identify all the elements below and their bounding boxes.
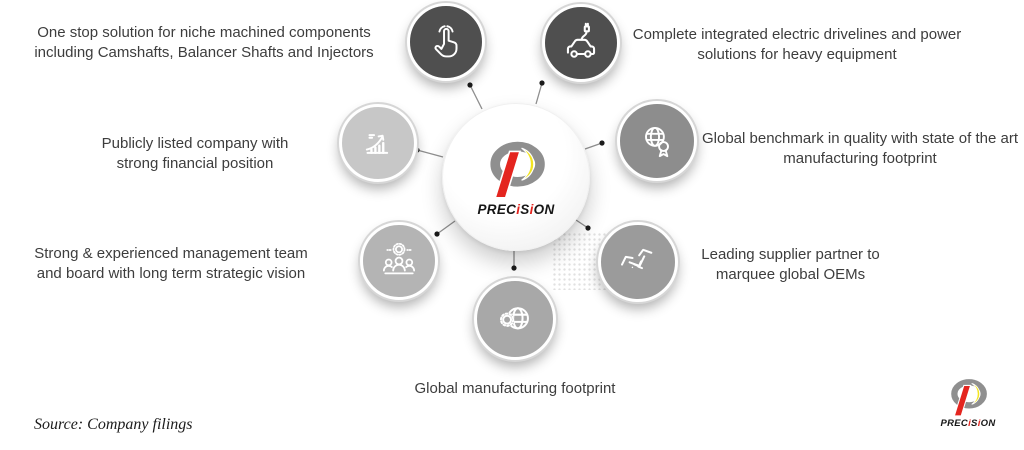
node-global-benchmark	[617, 101, 697, 181]
precision-wordmark: PRECiSiON	[477, 202, 555, 218]
globe-gear-icon	[499, 307, 529, 330]
node-electric-drivelines	[542, 4, 620, 82]
feature-label-publicly-listed: Publicly listed company with strong fina…	[101, 135, 289, 172]
node-management-team	[360, 222, 438, 300]
feature-label-management-team: Strong & experienced management team and…	[34, 245, 308, 282]
electric-car-icon	[566, 22, 596, 58]
precision-wordmark-small: PRECiSiON	[940, 418, 996, 429]
node-leading-supplier	[598, 222, 678, 302]
feature-label-one-stop: One stop solution for niche machined com…	[34, 24, 374, 61]
feature-label-global-footprint: Global manufacturing footprint	[414, 380, 616, 397]
precision-logo-mark-small	[951, 379, 987, 417]
handshake-icon	[620, 248, 653, 270]
team-icon	[382, 242, 416, 275]
feature-label-global-benchmark: Global benchmark in quality with state o…	[702, 130, 1018, 167]
node-global-footprint	[474, 278, 556, 360]
feature-label-leading-supplier: Leading supplier partner to marquee glob…	[701, 246, 880, 283]
growth-chart-icon	[365, 134, 389, 155]
node-publicly-listed	[339, 104, 417, 182]
feature-label-electric-drivelines: Complete integrated electric drivelines …	[632, 26, 962, 63]
center-hub-circle: PRECiSiON	[442, 103, 590, 251]
precision-footer-logo: PRECiSiON	[928, 376, 1008, 429]
node-one-stop-solution	[407, 3, 485, 81]
globe-award-icon	[645, 126, 669, 158]
tap-icon	[434, 25, 458, 58]
precision-logo-mark	[490, 142, 545, 199]
source-note: Source: Company filings	[34, 416, 193, 433]
